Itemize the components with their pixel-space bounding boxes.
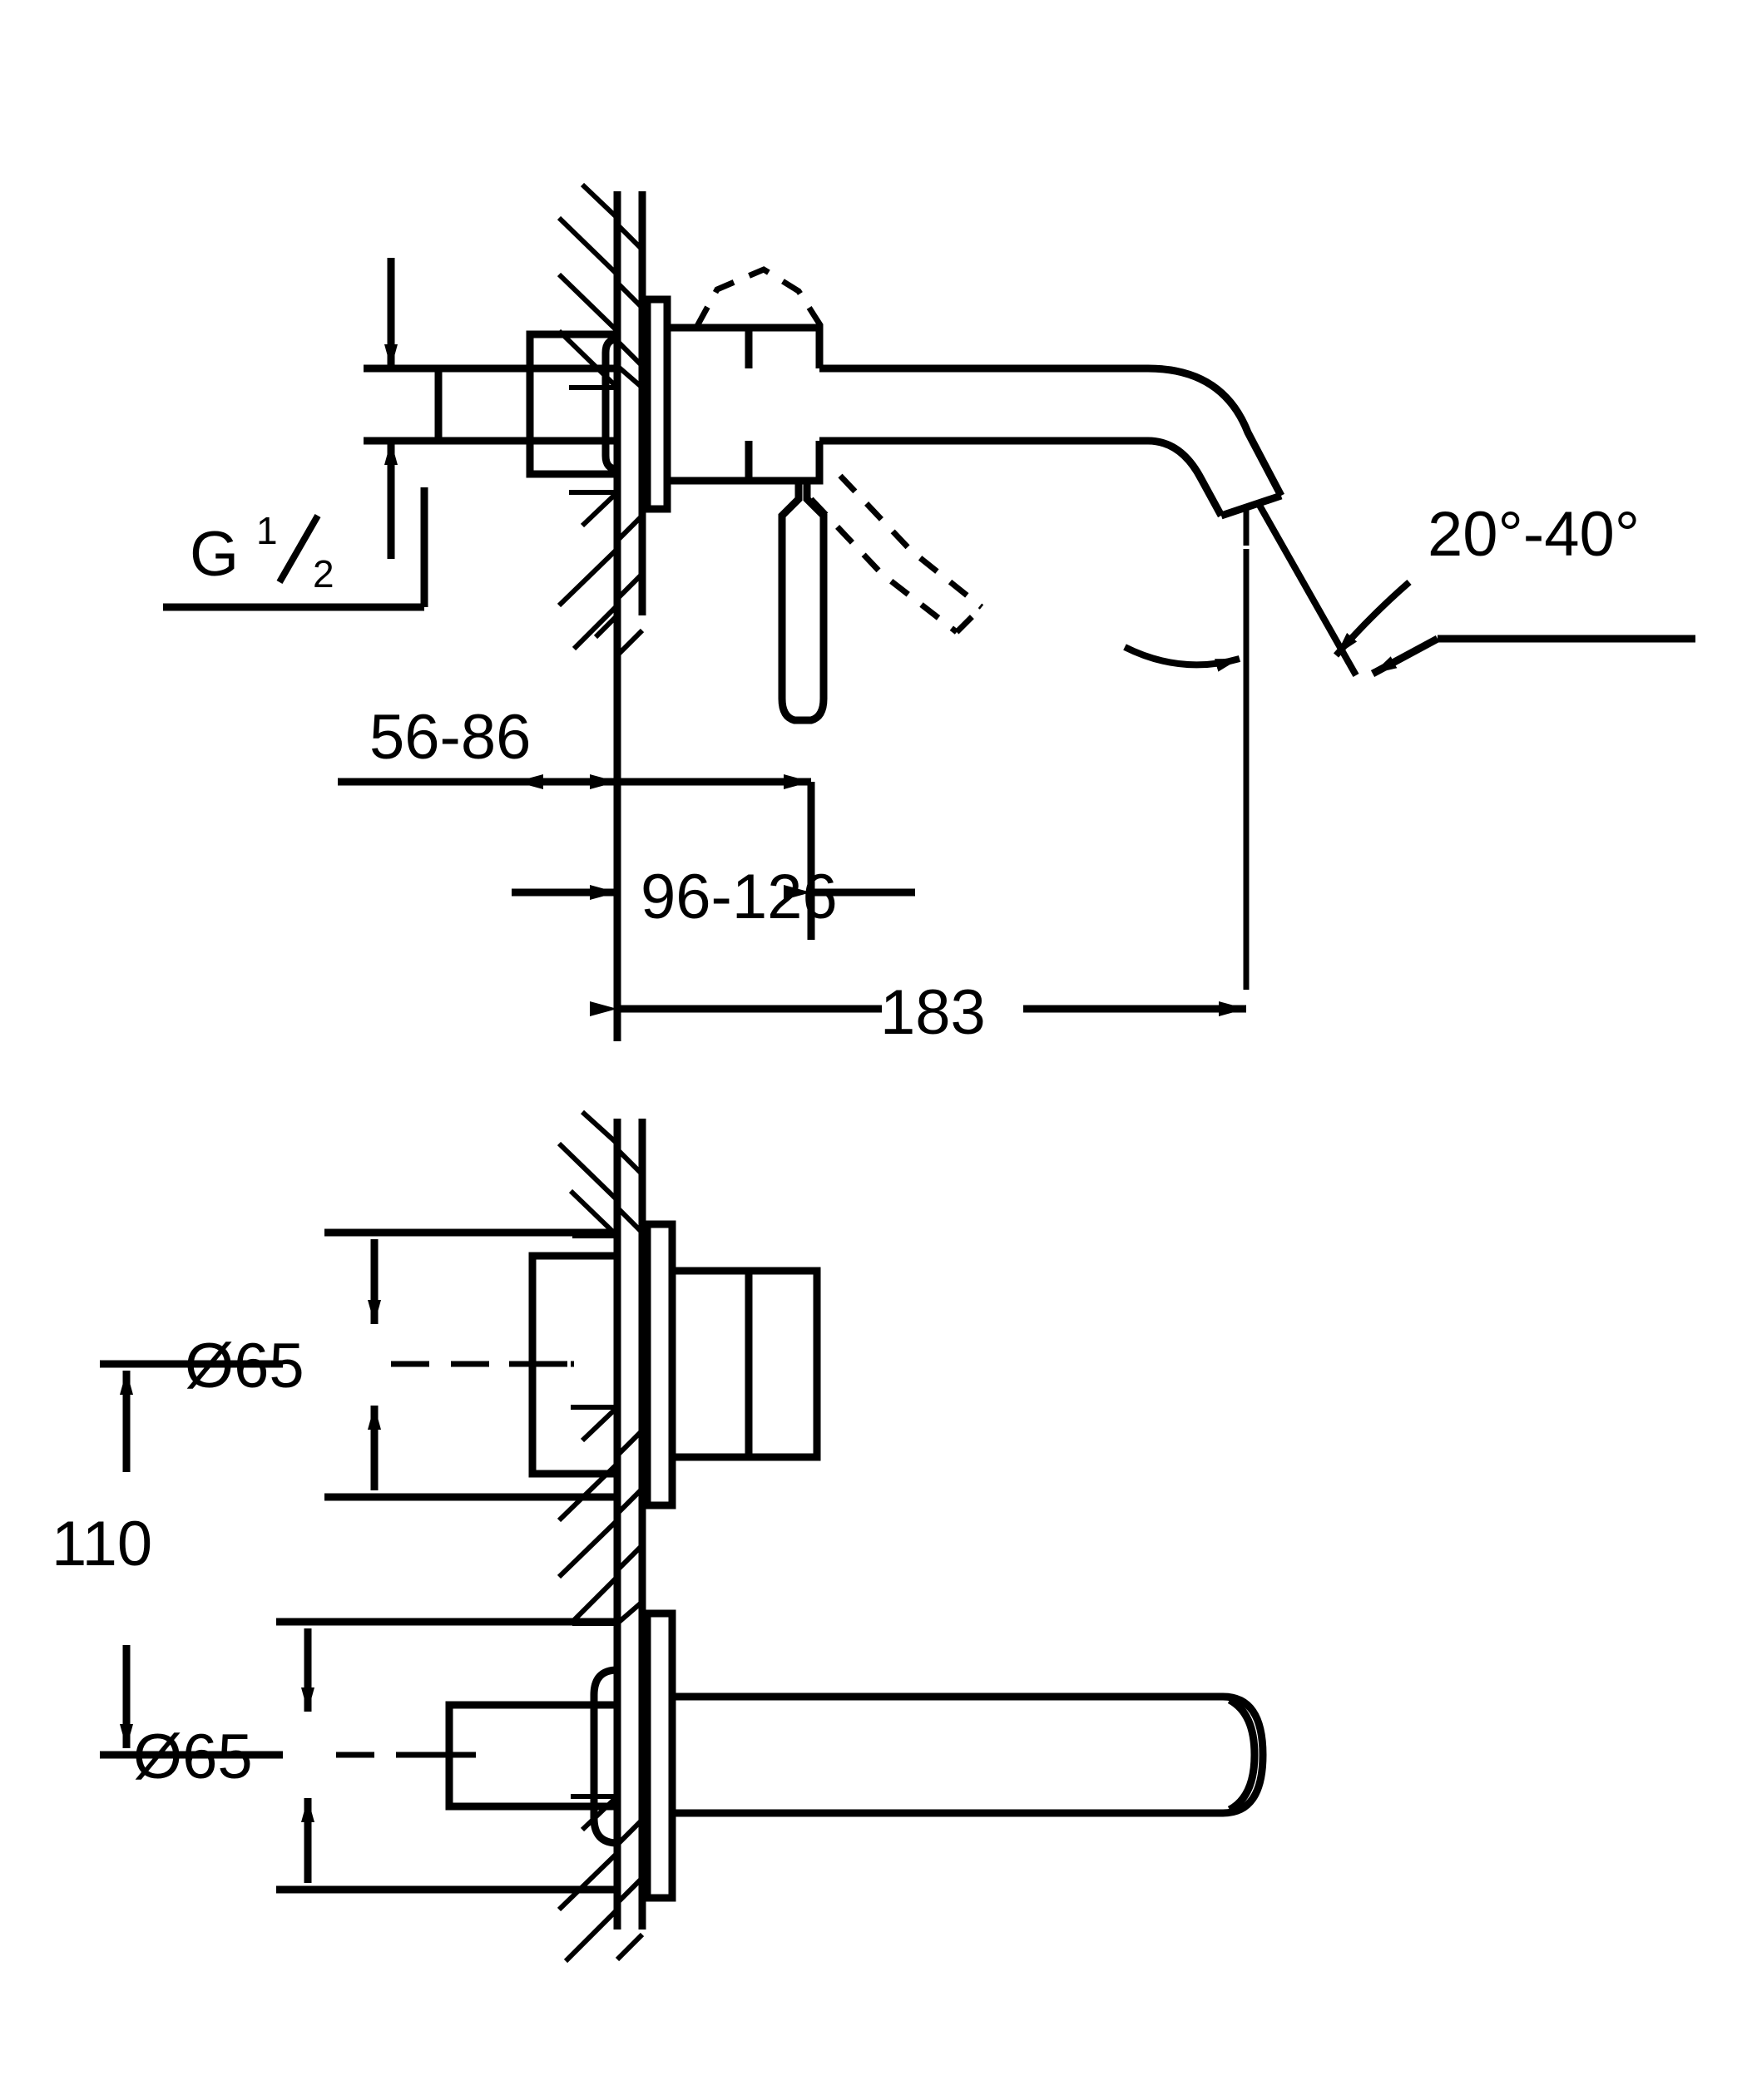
angle-leader	[1370, 635, 1695, 677]
wall-hatch-lower	[557, 490, 645, 658]
lever-handle-raised-outline	[809, 473, 984, 635]
wall-offset-label: 56-86	[369, 702, 531, 773]
valve-body-front	[528, 1220, 821, 1510]
spout-diameter-bottom-dimension	[276, 1618, 617, 1894]
spout-angle-arc	[1123, 579, 1412, 672]
inlet-pipe-side	[434, 330, 621, 478]
fraction-slash	[276, 514, 321, 584]
thread-size-dimension	[364, 258, 441, 559]
valve-body-side	[667, 324, 824, 485]
spout-reach-label: 183	[880, 977, 986, 1048]
handle-projection-dimension	[512, 782, 915, 940]
valve-diameter-top-dimension	[324, 1228, 617, 1501]
center-distance-dimension	[100, 1360, 283, 1759]
angle-dimension-label: 20°-40°	[1428, 499, 1640, 570]
spout-front	[445, 1609, 1267, 1902]
thread-size-denominator: 2	[313, 552, 334, 595]
thread-size-leader	[163, 487, 428, 611]
thread-size-numerator: 1	[256, 509, 278, 552]
wall-hatch-upper	[557, 182, 645, 390]
lever-knob-raised-outline	[694, 266, 824, 329]
handle-projection-label: 96-126	[641, 862, 838, 932]
wall-hatch-front	[557, 1109, 645, 1964]
wall-section-side	[557, 182, 646, 658]
front-view-group: Ø65 Ø65 110	[52, 1109, 1267, 1964]
spout-side	[819, 364, 1284, 520]
center-distance-label: 110	[52, 1509, 152, 1579]
escutcheon-plate-side	[601, 295, 671, 513]
lever-handle-side	[778, 481, 828, 724]
thread-size-label: G	[190, 519, 239, 590]
side-view-group: 20°-40° G 1 2 56-86	[163, 182, 1695, 1048]
